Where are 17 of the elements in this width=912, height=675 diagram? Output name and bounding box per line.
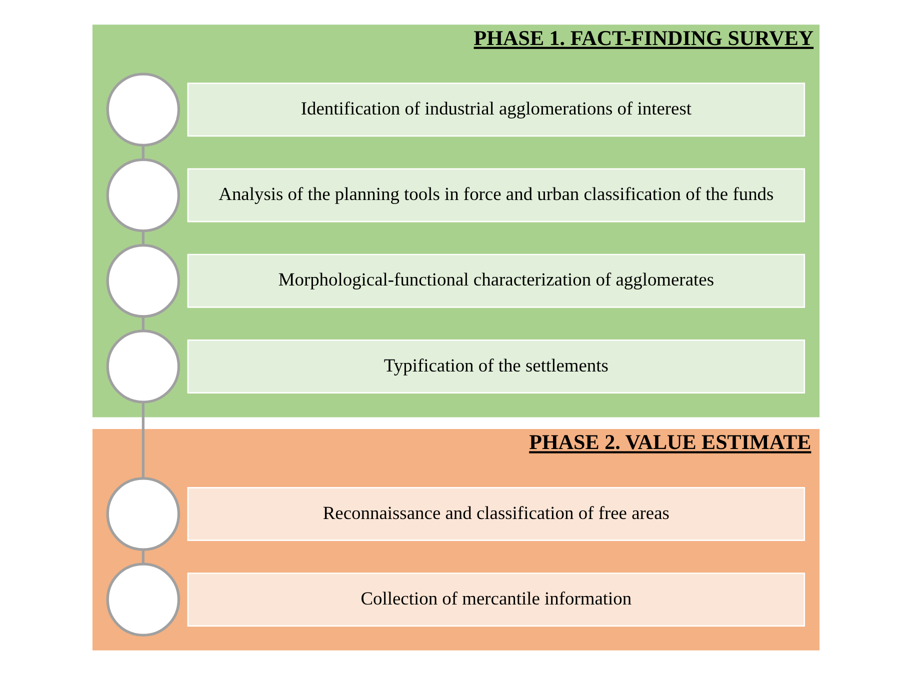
node-circle [106,477,180,551]
connector [142,316,144,331]
node-box: Collection of mercantile information [187,572,806,627]
node-box: Reconnaissance and classification of free areas [187,487,806,541]
node-circle [106,244,180,318]
connector [142,550,144,564]
node-box: Analysis of the planning tools in force and urban classification of the funds [187,168,806,222]
node-box: Typification of the settlements [187,339,806,394]
node-box: Morphological-functional characterization of agglomerates [187,254,806,308]
node-box: Identification of industrial agglomerations of interest [187,82,806,137]
node-circle [106,72,180,147]
node-circle [106,330,180,404]
node-circle [106,562,180,636]
node-circle [106,158,180,232]
connector [142,402,144,478]
connector [142,146,144,160]
connector [142,231,144,246]
